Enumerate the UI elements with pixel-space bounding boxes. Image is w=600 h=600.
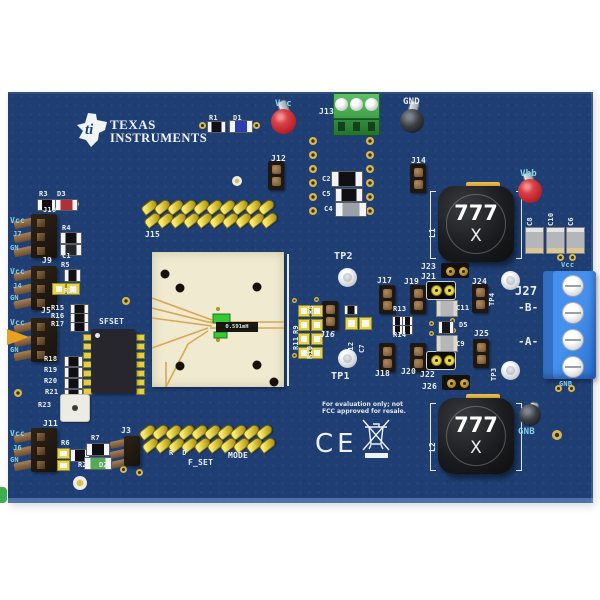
ti-logo-line1: Texas [110, 117, 156, 132]
inductor-l2: 777 X [438, 398, 514, 474]
terminal-hole [368, 122, 375, 131]
terminal-hole [338, 122, 345, 131]
inductor-submarking: X [470, 226, 482, 246]
ti-logo: ti [77, 113, 107, 151]
inductor-submarking: X [470, 438, 482, 458]
inductor-ring [446, 194, 506, 254]
terminal-screw [562, 329, 584, 351]
eval-notice-line1: For evaluation only; not [322, 401, 403, 408]
bracket [516, 403, 522, 471]
ce-mark: CE [315, 429, 358, 459]
sensor-substrate [151, 252, 284, 388]
edge-component-green [0, 487, 7, 503]
weee-bar [365, 453, 388, 458]
sensor-edge-line [287, 254, 289, 386]
terminal-screw [350, 98, 363, 111]
pcb-board [8, 92, 593, 503]
terminal-hole [353, 122, 360, 131]
sensor-value-label: 0.591mH [216, 322, 258, 332]
terminal-block-j13 [333, 93, 380, 136]
eval-notice: For evaluation only; not FCC approved fo… [322, 401, 406, 415]
terminal-block-j27 [543, 271, 596, 379]
terminal-j13-front [333, 119, 380, 136]
bracket [430, 191, 436, 259]
terminal-screw [365, 98, 378, 111]
weee-icon [362, 419, 390, 451]
inductor-marking: 777 [454, 201, 498, 225]
ti-logo-glyph: ti [77, 113, 107, 147]
sensor-traces [151, 269, 284, 388]
bracket [430, 403, 436, 471]
terminal-screw [562, 356, 584, 378]
terminal-screw [562, 275, 584, 297]
terminal-screw [335, 98, 348, 111]
inductor-ring [446, 406, 506, 466]
terminal-screw [562, 302, 584, 324]
bracket [516, 191, 522, 259]
terminal-j13-top [333, 93, 380, 119]
svg-text:ti: ti [85, 122, 94, 138]
eval-notice-line2: FCC approved for resale. [322, 408, 406, 415]
inductor-marking: 777 [454, 413, 498, 437]
ti-logo-line2: Instruments [110, 131, 208, 145]
inductor-l1: 777 X [438, 186, 514, 262]
